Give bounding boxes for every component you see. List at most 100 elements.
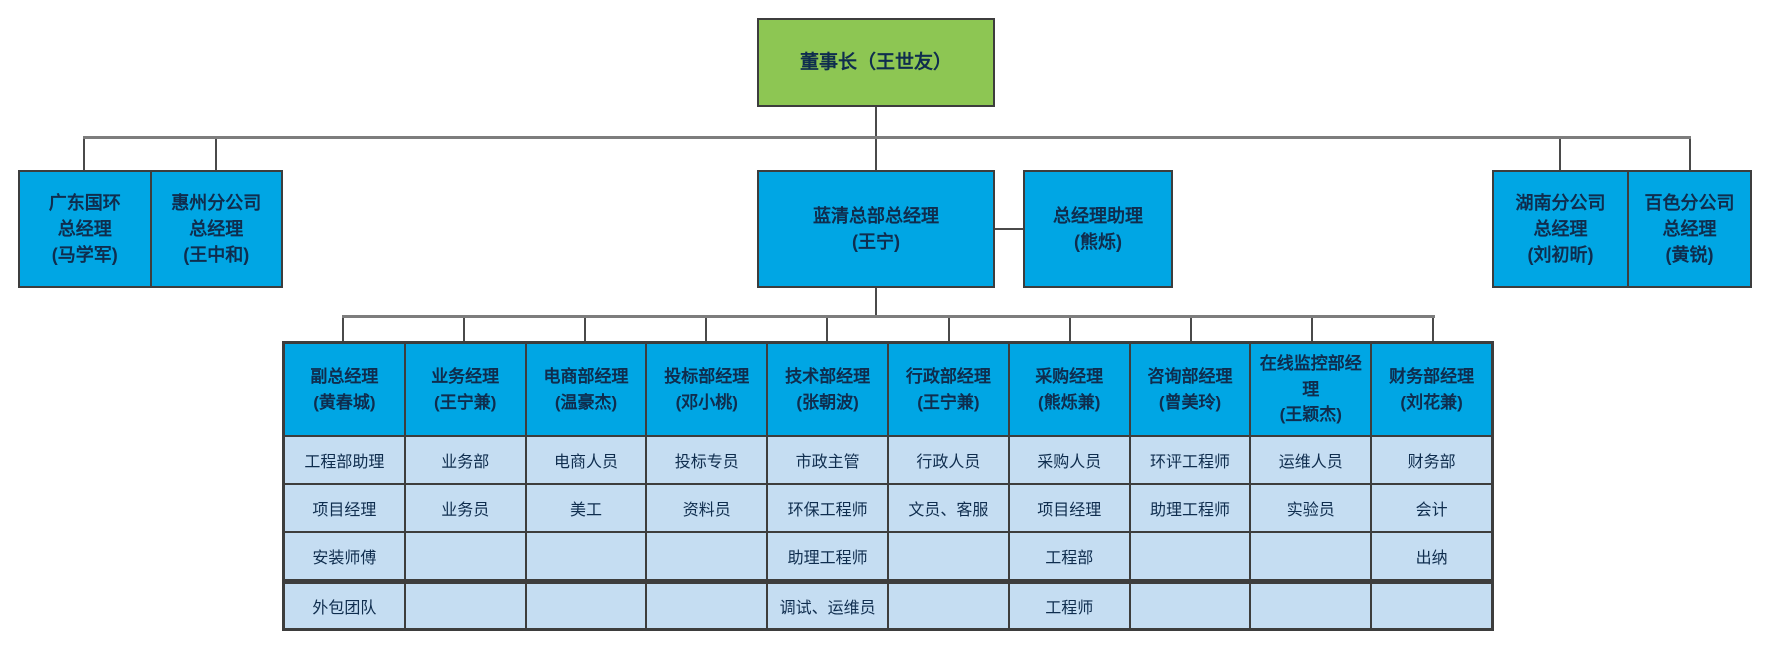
connector-stub-hunan bbox=[1559, 139, 1561, 170]
branch-huizhou-box: 惠州分公司 总经理 (王中和) bbox=[149, 172, 281, 286]
staff-cell-col1-row1: 业务员 bbox=[404, 484, 526, 532]
staff-cell-col6-row2: 工程部 bbox=[1008, 532, 1130, 580]
connector-stub-dept-6 bbox=[1069, 318, 1071, 341]
manager-line: 咨询部经理 bbox=[1147, 367, 1233, 386]
chairman-box: 董事长（王世友） bbox=[757, 18, 995, 107]
manager-line: (熊烁兼) bbox=[1038, 392, 1101, 412]
manager-line: 副总经理 bbox=[310, 367, 379, 386]
dept-manager-cell-2: 电商部经理(温豪杰) bbox=[525, 343, 647, 436]
connector-stub-baise bbox=[1689, 139, 1691, 170]
dept-manager-cell-8: 在线监控部经理(王颖杰) bbox=[1250, 343, 1372, 436]
staff-label: 文员、客服 bbox=[908, 502, 989, 519]
manager-line: 投标部经理 bbox=[664, 367, 750, 386]
staff-label: 安装师傅 bbox=[312, 550, 377, 567]
staff-label: 环保工程师 bbox=[787, 502, 868, 519]
manager-line: 技术部经理 bbox=[785, 367, 871, 386]
gm-assistant-box: 总经理助理 (熊烁) bbox=[1023, 170, 1173, 288]
staff-label: 项目经理 bbox=[312, 502, 377, 519]
manager-line: 行政部经理 bbox=[905, 367, 991, 386]
staff-cell-col2-row0: 电商人员 bbox=[525, 436, 647, 484]
manager-line: 财务部经理 bbox=[1389, 367, 1475, 386]
staff-label: 工程部助理 bbox=[304, 454, 385, 471]
manager-line: 在线监控部经理 bbox=[1259, 354, 1362, 399]
staff-label: 出纳 bbox=[1415, 550, 1448, 567]
box-line: 总经理 bbox=[1662, 218, 1717, 239]
staff-label: 业务员 bbox=[441, 502, 490, 519]
staff-cell-col4-row3: 调试、运维员 bbox=[767, 580, 888, 629]
manager-line: 采购经理 bbox=[1035, 367, 1104, 386]
staff-cell-col8-row2 bbox=[1250, 532, 1372, 580]
staff-cell-col8-row3 bbox=[1250, 580, 1372, 629]
staff-cell-col6-row1: 项目经理 bbox=[1008, 484, 1130, 532]
manager-line: (张朝波) bbox=[796, 392, 859, 412]
staff-cell-col4-row0: 市政主管 bbox=[767, 436, 888, 484]
dept-manager-cell-0: 副总经理 (黄春城) bbox=[284, 343, 405, 436]
manager-line: (王宁兼) bbox=[917, 392, 980, 412]
box-line: (马学军) bbox=[51, 245, 118, 266]
staff-cell-col0-row1: 项目经理 bbox=[284, 484, 405, 532]
box-line: (熊烁) bbox=[1074, 232, 1122, 252]
staff-cell-col5-row1: 文员、客服 bbox=[888, 484, 1009, 532]
chairman-label: 董事长（王世友） bbox=[799, 51, 952, 73]
staff-cell-col5-row0: 行政人员 bbox=[888, 436, 1009, 484]
dept-manager-cell-4: 技术部经理 (张朝波) bbox=[767, 343, 888, 436]
staff-label: 电商人员 bbox=[553, 454, 618, 471]
dept-manager-cell-3: 投标部经理(邓小桃) bbox=[646, 343, 768, 436]
box-line: (王宁) bbox=[852, 232, 900, 252]
connector-hq-drop bbox=[875, 288, 877, 315]
staff-cell-col9-row1: 会计 bbox=[1371, 484, 1492, 532]
box-line: 总经理助理 bbox=[1053, 205, 1143, 226]
manager-line: (黄春城) bbox=[313, 392, 376, 412]
manager-line: (刘花兼) bbox=[1400, 392, 1463, 412]
staff-cell-col4-row1: 环保工程师 bbox=[767, 484, 888, 532]
staff-cell-col7-row2 bbox=[1129, 532, 1251, 580]
staff-cell-col1-row0: 业务部 bbox=[404, 436, 526, 484]
staff-label: 工程师 bbox=[1045, 600, 1094, 617]
staff-cell-col0-row3: 外包团队 bbox=[284, 580, 405, 629]
staff-label: 调试、运维员 bbox=[779, 600, 876, 617]
manager-line: (王宁兼) bbox=[434, 392, 497, 412]
dept-manager-cell-6: 采购经理 (熊烁兼) bbox=[1008, 343, 1130, 436]
staff-label: 财务部 bbox=[1407, 454, 1456, 471]
staff-cell-col7-row0: 环评工程师 bbox=[1129, 436, 1251, 484]
staff-cell-col3-row1: 资料员 bbox=[646, 484, 768, 532]
manager-line: 电商部经理 bbox=[543, 367, 629, 386]
staff-cell-col1-row2 bbox=[404, 532, 526, 580]
connector-level3-horizontal bbox=[342, 315, 1435, 318]
box-line: 蓝清总部总经理 bbox=[813, 205, 939, 226]
staff-cell-col8-row1: 实验员 bbox=[1250, 484, 1372, 532]
staff-cell-col6-row0: 采购人员 bbox=[1008, 436, 1130, 484]
staff-label: 美工 bbox=[569, 502, 602, 519]
box-line: 惠州分公司 bbox=[171, 192, 262, 213]
staff-cell-col8-row0: 运维人员 bbox=[1250, 436, 1372, 484]
staff-label: 投标专员 bbox=[674, 454, 739, 471]
connector-stub-dept-5 bbox=[948, 318, 950, 341]
staff-cell-col4-row2: 助理工程师 bbox=[767, 532, 888, 580]
staff-label: 助理工程师 bbox=[1149, 502, 1230, 519]
manager-line: 业务经理 bbox=[431, 367, 500, 386]
box-line: 广东国环 bbox=[48, 192, 121, 213]
branch-hunan-box: 湖南分公司 总经理 (刘初昕) bbox=[1494, 172, 1628, 286]
staff-cell-col2-row1: 美工 bbox=[525, 484, 647, 532]
staff-cell-col2-row2 bbox=[525, 532, 647, 580]
box-line: (王中和) bbox=[183, 245, 250, 266]
staff-label: 业务部 bbox=[441, 454, 490, 471]
staff-cell-col2-row3 bbox=[525, 580, 647, 629]
staff-label: 运维人员 bbox=[1278, 454, 1343, 471]
connector-stub-dept-3 bbox=[705, 318, 707, 341]
staff-cell-col9-row2: 出纳 bbox=[1371, 532, 1492, 580]
connector-stub-dept-8 bbox=[1311, 318, 1313, 341]
connector-stub-dept-4 bbox=[826, 318, 828, 341]
staff-label: 资料员 bbox=[682, 502, 731, 519]
dept-manager-cell-1: 业务经理 (王宁兼) bbox=[404, 343, 526, 436]
staff-cell-col3-row2 bbox=[646, 532, 768, 580]
box-line: 湖南分公司 bbox=[1515, 192, 1606, 213]
staff-label: 工程部 bbox=[1045, 550, 1094, 567]
staff-cell-col5-row3 bbox=[888, 580, 1009, 629]
staff-cell-col7-row3 bbox=[1129, 580, 1251, 629]
connector-stub-huizhou bbox=[215, 139, 217, 170]
branch-pair-right: 湖南分公司 总经理 (刘初昕) 百色分公司 总经理 (黄锐) bbox=[1492, 170, 1752, 288]
connector-stub-dept-7 bbox=[1190, 318, 1192, 341]
staff-cell-col3-row3 bbox=[646, 580, 768, 629]
branch-guangdong-box: 广东国环 总经理 (马学军) bbox=[20, 172, 150, 286]
